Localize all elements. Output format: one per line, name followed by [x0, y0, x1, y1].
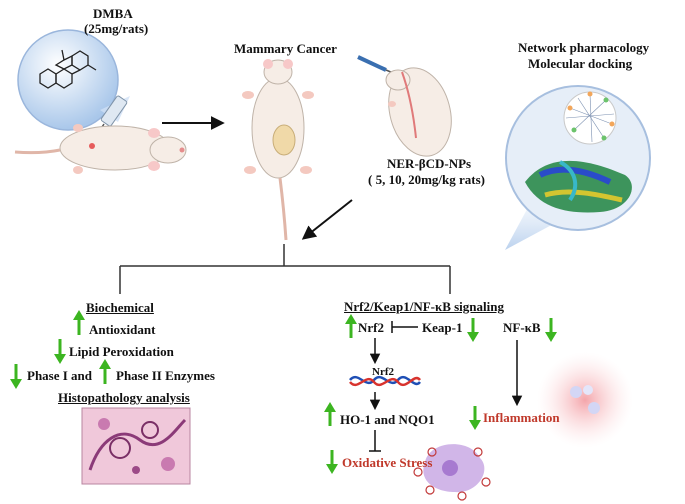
signaling-heading: Nrf2/Keap1/NF-κB signaling [344, 299, 504, 314]
inhibit-ho1-oxidative [369, 430, 381, 452]
keap1-label: Keap-1 [422, 320, 463, 335]
up-arrow-antioxidant [73, 310, 85, 335]
arrow-treatment [301, 199, 353, 240]
rat-mammary-cancer-icon [242, 59, 314, 241]
molecular-docking-label: Molecular docking [528, 56, 633, 71]
dna-helix-icon [349, 375, 421, 387]
down-arrow-nfkb [545, 318, 557, 342]
ner-nps-label: NER-βCD-NPs [387, 156, 472, 171]
down-arrow-oxidative [326, 450, 338, 474]
up-arrow-ho1 [324, 402, 336, 426]
down-arrow-inflammation [469, 406, 481, 430]
biochemical-heading: Biochemical [86, 300, 154, 315]
nfkb-label: NF-κB [503, 320, 541, 335]
up-arrow-phase-ii [99, 359, 111, 384]
nrf2-label: Nrf2 [358, 320, 384, 335]
dmba-title: DMBA [93, 6, 133, 21]
oxidative-stress-label: Oxidative Stress [342, 455, 433, 470]
inflammation-glow-icon [537, 352, 633, 448]
inflammation-label: Inflammation [483, 410, 560, 425]
histopathology-image [81, 407, 191, 485]
down-arrow-lipid [54, 339, 66, 364]
phase-i-label: Phase I and [27, 368, 93, 383]
ner-dose-label: ( 5, 10, 20mg/kg rats) [368, 172, 485, 187]
phase-ii-label: Phase II Enzymes [116, 368, 215, 383]
rat-injected-icon [14, 124, 187, 174]
rat-treated-icon [385, 67, 452, 157]
histopathology-heading: Histopathology analysis [58, 390, 190, 405]
mammary-cancer-label: Mammary Cancer [234, 41, 337, 56]
up-arrow-nrf2 [345, 314, 357, 338]
inhibit-keap1-nrf2 [391, 321, 418, 333]
ho1-nqo1-label: HO-1 and NQO1 [340, 412, 435, 427]
dna-nrf2-label: Nrf2 [372, 366, 394, 378]
dmba-dose: (25mg/rats) [84, 21, 149, 36]
down-arrow-keap1 [467, 318, 479, 342]
network-docking-bubble [505, 85, 651, 250]
antioxidant-label: Antioxidant [89, 322, 156, 337]
down-arrow-phase-i [10, 364, 22, 389]
lipid-peroxidation-label: Lipid Peroxidation [69, 344, 174, 359]
oxidative-stress-cell-icon [413, 444, 491, 501]
branch-connector [119, 244, 451, 294]
network-pharmacology-label: Network pharmacology [518, 40, 650, 55]
